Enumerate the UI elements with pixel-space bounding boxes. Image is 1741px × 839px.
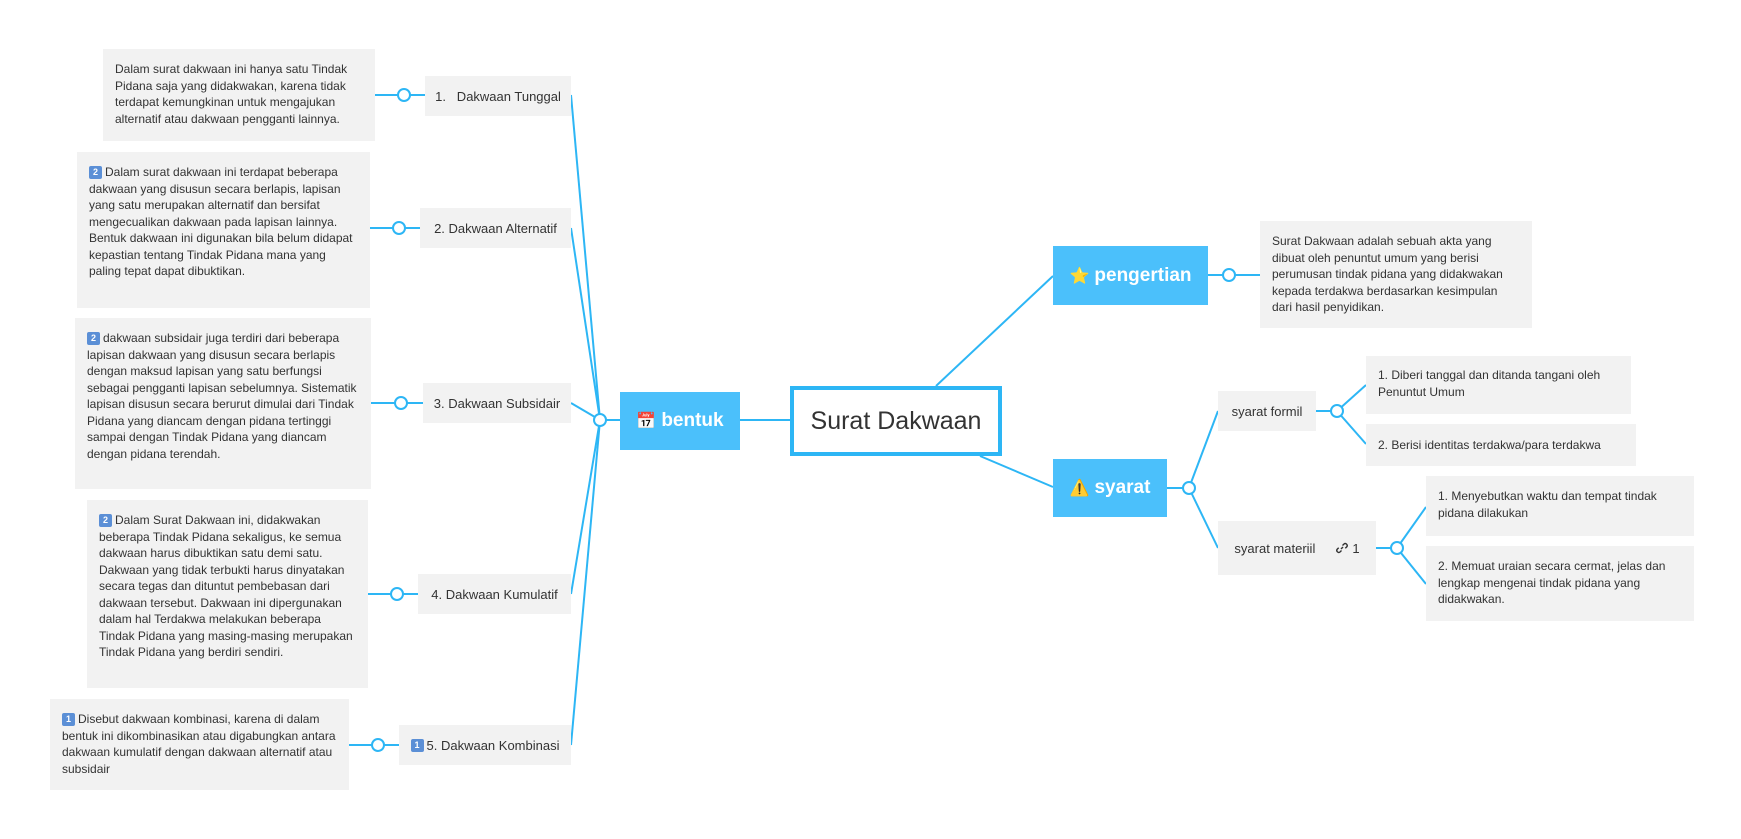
topic-syarat-label: syarat [1094, 477, 1151, 498]
star-icon: ⭐ [1069, 267, 1090, 285]
subtopic-label: syarat formil [1231, 403, 1303, 419]
syarat-materiil-item[interactable]: 2. Memuat uraian secara cermat, jelas da… [1426, 546, 1694, 621]
number-two-badge-icon: 2 [89, 166, 102, 179]
note-text: Dalam surat dakwaan ini hanya satu Tinda… [115, 62, 348, 126]
topic-pengertian-label: pengertian [1094, 264, 1192, 286]
topic-bentuk-label: bentuk [661, 410, 724, 431]
syarat-formil-item[interactable]: 1. Diberi tanggal dan ditanda tangani ol… [1366, 356, 1631, 414]
number-two-badge-icon: 2 [87, 332, 100, 345]
item-text: 1. Diberi tanggal dan ditanda tangani ol… [1378, 368, 1601, 399]
bentuk-collapse-handle [593, 413, 607, 427]
warning-icon: ⚠️ [1069, 480, 1090, 497]
subtopic-dakwaan-kumulatif[interactable]: 4. Dakwaan Kumulatif [418, 574, 571, 614]
item-text: 1. Menyebutkan waktu dan tempat tindak p… [1438, 489, 1657, 520]
link-icon[interactable]: 1 [1335, 540, 1360, 556]
number-two-badge-icon: 2 [99, 514, 112, 527]
note-text: Dalam surat dakwaan ini terdapat beberap… [89, 165, 353, 278]
number-one-badge-icon: 1 [410, 738, 424, 752]
subtopic-label: 5. Dakwaan Kombinasi [426, 737, 560, 753]
subtopic-syarat-formil[interactable]: syarat formil [1218, 391, 1316, 431]
subtopic-label: 3. Dakwaan Subsidair [433, 395, 561, 411]
note-pengertian[interactable]: Surat Dakwaan adalah sebuah akta yang di… [1260, 221, 1532, 328]
topic-syarat[interactable]: ⚠️ syarat [1053, 459, 1167, 517]
subtopic-label: 2. Dakwaan Alternatif [434, 220, 557, 236]
topic-bentuk[interactable]: 📅 bentuk [620, 392, 740, 450]
number-one-badge-icon: 1 [62, 713, 75, 726]
item-text: 2. Berisi identitas terdakwa/para terdak… [1378, 438, 1601, 452]
subtopic-dakwaan-tunggal[interactable]: 1. Dakwaan Tunggal [425, 76, 571, 116]
root-topic[interactable]: Surat Dakwaan [790, 386, 1002, 456]
syarat-formil-item[interactable]: 2. Berisi identitas terdakwa/para terdak… [1366, 424, 1636, 466]
note-text: Surat Dakwaan adalah sebuah akta yang di… [1272, 234, 1503, 314]
subtopic-label: syarat materiil [1234, 540, 1316, 556]
calendar-icon: 📅 [636, 413, 657, 430]
note-text: dakwaan subsidair juga terdiri dari bebe… [87, 331, 357, 461]
link-count: 1 [1352, 540, 1360, 556]
subtopic-syarat-materiil[interactable]: syarat materiil 1 [1218, 521, 1376, 575]
syarat-materiil-item[interactable]: 1. Menyebutkan waktu dan tempat tindak p… [1426, 476, 1694, 536]
link-glyph-icon [1336, 542, 1349, 554]
subtopic-label: 4. Dakwaan Kumulatif [431, 586, 558, 602]
note-dakwaan-tunggal[interactable]: Dalam surat dakwaan ini hanya satu Tinda… [103, 49, 375, 141]
note-text: Dalam Surat Dakwaan ini, didakwakan bebe… [99, 513, 353, 659]
subtopic-dakwaan-alternatif[interactable]: 2. Dakwaan Alternatif [420, 208, 571, 248]
subtopic-dakwaan-kombinasi[interactable]: 1 5. Dakwaan Kombinasi [399, 725, 571, 765]
subtopic-dakwaan-subsidair[interactable]: 3. Dakwaan Subsidair [423, 383, 571, 423]
item-text: 2. Memuat uraian secara cermat, jelas da… [1438, 559, 1666, 606]
root-title: Surat Dakwaan [810, 406, 982, 435]
topic-pengertian[interactable]: ⭐ pengertian [1053, 246, 1208, 305]
note-text: Disebut dakwaan kombinasi, karena di dal… [62, 712, 336, 776]
subtopic-label: 1. Dakwaan Tunggal [435, 88, 561, 104]
